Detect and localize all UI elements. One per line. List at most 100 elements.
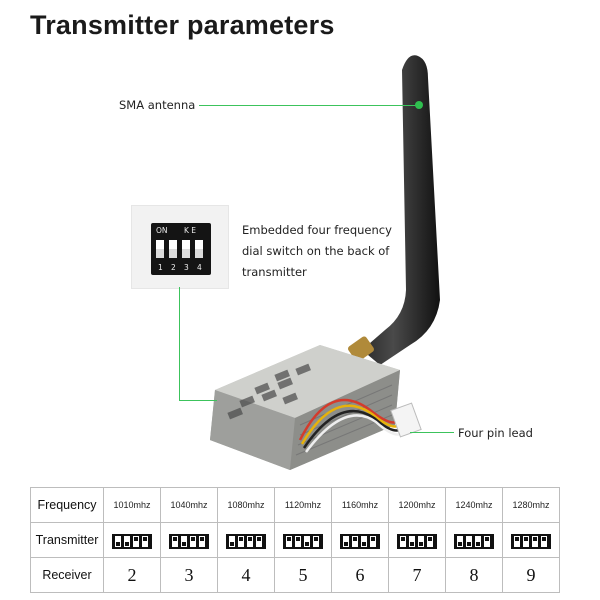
mini-switch-knob xyxy=(257,540,261,546)
mini-switch-3 xyxy=(418,535,424,547)
switch-callout-line-1: Embedded four frequency xyxy=(242,223,392,237)
freq-cell: 1280mhz xyxy=(502,487,560,523)
mini-switch-1 xyxy=(400,535,406,547)
receiver-channel-cell: 2 xyxy=(103,557,161,593)
mini-switch-2 xyxy=(181,535,187,547)
mini-switch-knob xyxy=(239,540,243,546)
row-label-receiver: Receiver xyxy=(30,557,104,593)
receiver-channel-cell: 6 xyxy=(331,557,389,593)
mini-switch-knob xyxy=(410,536,414,542)
mini-switch-knob xyxy=(485,540,489,546)
switch-leader-vertical xyxy=(179,287,180,401)
dip-ke-label: K E xyxy=(184,226,197,235)
receiver-channel-cell: 4 xyxy=(217,557,275,593)
antenna-callout: SMA antenna xyxy=(119,98,196,112)
table-row-receiver: Receiver 2 3 4 5 6 7 8 9 xyxy=(30,557,560,593)
switch-setting-cell xyxy=(331,522,389,558)
freq-cell: 1080mhz xyxy=(217,487,275,523)
freq-cell: 1160mhz xyxy=(331,487,389,523)
mini-switch-3 xyxy=(304,535,310,547)
dip-switch-4 xyxy=(195,240,203,258)
mini-switch-knob xyxy=(143,540,147,546)
switch-setting-icon xyxy=(340,533,380,549)
mini-switch-knob xyxy=(287,540,291,546)
switch-callout-line-2: dial switch on the back of xyxy=(242,244,390,258)
mini-switch-knob xyxy=(134,540,138,546)
mini-switch-2 xyxy=(466,535,472,547)
receiver-channel-cell: 8 xyxy=(445,557,503,593)
mini-switch-2 xyxy=(238,535,244,547)
freq-cell: 1120mhz xyxy=(274,487,332,523)
switch-setting-cell xyxy=(274,522,332,558)
switch-callout: Embedded four frequency dial switch on t… xyxy=(242,221,392,281)
mini-switch-2 xyxy=(352,535,358,547)
mini-switch-3 xyxy=(190,535,196,547)
mini-switch-1 xyxy=(172,535,178,547)
mini-switch-4 xyxy=(484,535,490,547)
antenna xyxy=(348,55,440,365)
mini-switch-4 xyxy=(427,535,433,547)
mini-switch-4 xyxy=(370,535,376,547)
mini-switch-knob xyxy=(314,540,318,546)
dip-switch-inset: ON K E 1 2 3 4 xyxy=(131,205,229,289)
switch-setting-icon xyxy=(397,533,437,549)
mini-switch-knob xyxy=(524,540,528,546)
mini-switch-knob xyxy=(230,536,234,542)
receiver-channel-cell: 5 xyxy=(274,557,332,593)
switch-setting-cell xyxy=(502,522,560,558)
mini-switch-knob xyxy=(542,540,546,546)
mini-switch-3 xyxy=(133,535,139,547)
mini-switch-2 xyxy=(523,535,529,547)
mini-switch-knob xyxy=(419,536,423,542)
mini-switch-knob xyxy=(476,536,480,542)
table-row-frequency: Frequency 1010mhz 1040mhz 1080mhz 1120mh… xyxy=(30,487,560,523)
receiver-channel-cell: 7 xyxy=(388,557,446,593)
row-label-transmitter: Transmitter xyxy=(30,522,104,558)
mini-switch-knob xyxy=(200,540,204,546)
mini-switch-knob xyxy=(125,536,129,542)
dip-switch-2 xyxy=(169,240,177,258)
dip-switch: ON K E 1 2 3 4 xyxy=(151,223,211,275)
switch-setting-icon xyxy=(511,533,551,549)
mini-switch-4 xyxy=(199,535,205,547)
transmitter-photo xyxy=(210,55,440,470)
mini-switch-knob xyxy=(401,540,405,546)
dip-number-4: 4 xyxy=(197,263,202,272)
mini-switch-knob xyxy=(182,536,186,542)
mini-switch-1 xyxy=(343,535,349,547)
freq-cell: 1240mhz xyxy=(445,487,503,523)
mini-switch-4 xyxy=(142,535,148,547)
transmitter-module xyxy=(210,345,400,470)
switch-setting-cell xyxy=(217,522,275,558)
mini-switch-2 xyxy=(124,535,130,547)
mini-switch-3 xyxy=(247,535,253,547)
four-pin-lead xyxy=(298,398,422,453)
mini-switch-knob xyxy=(191,540,195,546)
dip-switch-1 xyxy=(156,240,164,258)
mini-switch-4 xyxy=(541,535,547,547)
mini-switch-knob xyxy=(116,536,120,542)
dip-number-1: 1 xyxy=(158,263,163,272)
receiver-channel-cell: 3 xyxy=(160,557,218,593)
switch-callout-line-3: transmitter xyxy=(242,265,307,279)
mini-switch-knob xyxy=(515,540,519,546)
dip-on-label: ON xyxy=(156,226,168,235)
mini-switch-knob xyxy=(344,536,348,542)
mini-switch-2 xyxy=(409,535,415,547)
dip-number-2: 2 xyxy=(171,263,176,272)
freq-cell: 1200mhz xyxy=(388,487,446,523)
mini-switch-1 xyxy=(115,535,121,547)
page-title: Transmitter parameters xyxy=(30,10,335,40)
switch-setting-cell xyxy=(160,522,218,558)
mini-switch-knob xyxy=(458,536,462,542)
mini-switch-1 xyxy=(286,535,292,547)
mini-switch-1 xyxy=(457,535,463,547)
mini-switch-knob xyxy=(371,540,375,546)
switch-setting-cell xyxy=(103,522,161,558)
table-row-transmitter: Transmitter xyxy=(30,522,560,558)
mini-switch-3 xyxy=(475,535,481,547)
switch-setting-cell xyxy=(445,522,503,558)
dip-switch-3 xyxy=(182,240,190,258)
mini-switch-knob xyxy=(305,536,309,542)
switch-setting-icon xyxy=(226,533,266,549)
